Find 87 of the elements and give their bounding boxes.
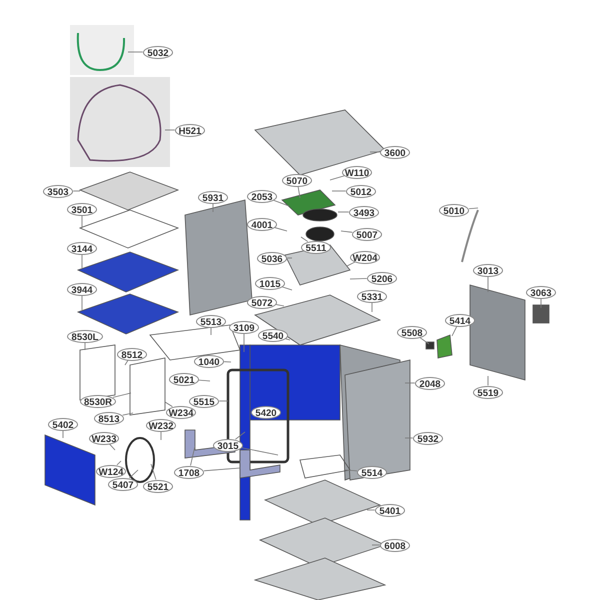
callout-number: 5070 xyxy=(282,174,312,186)
callout-number: 1040 xyxy=(194,354,224,368)
callout-number: 8530R xyxy=(80,394,116,408)
callout-number: 1015 xyxy=(254,276,286,290)
callout-number: 6008 xyxy=(380,538,410,552)
leader-line xyxy=(224,361,232,362)
callout-number: 3063 xyxy=(526,286,556,298)
leader-line xyxy=(346,262,356,266)
leader-line xyxy=(273,200,290,206)
callout-number: 5931 xyxy=(198,190,228,204)
callout-number: 5513 xyxy=(196,314,226,328)
callout-number: 5021 xyxy=(168,372,200,386)
leader-line xyxy=(300,236,308,242)
callout-number: W233 xyxy=(88,432,120,444)
leader-line xyxy=(241,447,278,456)
leader-line xyxy=(204,468,240,472)
callout-number: 5012 xyxy=(346,184,376,198)
callout-number: 5511 xyxy=(300,240,332,254)
leader-line xyxy=(84,342,86,350)
callout-number: 3013 xyxy=(472,264,504,276)
leader-line xyxy=(282,286,292,290)
callout-number: 3503 xyxy=(42,184,74,198)
leader-line xyxy=(276,304,284,306)
callout-number: 2053 xyxy=(246,190,278,202)
leader-line xyxy=(218,400,228,402)
callout-number: 5407 xyxy=(108,478,138,490)
callout-number: W124 xyxy=(96,464,126,478)
callout-number: 5007 xyxy=(352,228,382,240)
leader-line xyxy=(468,208,478,210)
leader-line xyxy=(62,430,64,438)
leader-line xyxy=(540,298,542,308)
callout-number: 3944 xyxy=(66,282,98,296)
leader-line xyxy=(340,230,353,233)
callout-number: 5010 xyxy=(438,204,470,216)
leader-line xyxy=(350,278,368,280)
callout-number: 5402 xyxy=(48,418,78,430)
leader-line xyxy=(112,392,132,398)
callout-number: W110 xyxy=(342,166,372,178)
leader-line xyxy=(116,460,122,466)
leader-line xyxy=(274,227,288,232)
leader-line xyxy=(128,470,138,478)
callout-number: 5072 xyxy=(246,296,278,308)
callout-number: 5540 xyxy=(258,328,288,342)
callout-number: 3600 xyxy=(380,146,410,158)
callout-number: 3501 xyxy=(66,202,98,216)
leader-line xyxy=(150,464,156,480)
callout-number: 5036 xyxy=(256,252,288,264)
leader-line xyxy=(330,175,345,180)
callout-number: 3109 xyxy=(228,320,260,334)
callout-number: H521 xyxy=(174,124,206,136)
callout-number: 5508 xyxy=(396,326,428,338)
leader-line xyxy=(332,190,346,192)
callout-number: 4001 xyxy=(246,218,278,230)
leader-line xyxy=(235,432,246,440)
leader-line xyxy=(212,203,214,212)
leader-line xyxy=(72,190,80,192)
callout-number: 8513 xyxy=(94,412,124,424)
callout-number: 5414 xyxy=(444,314,476,326)
callout-number: 5519 xyxy=(472,386,504,398)
callout-number: 5932 xyxy=(412,432,444,444)
leader-line xyxy=(404,382,416,384)
callout-number: 5401 xyxy=(374,504,406,516)
leader-line xyxy=(452,326,458,336)
callout-number: 8512 xyxy=(116,348,148,360)
leader-line xyxy=(419,337,430,344)
callout-number: W234 xyxy=(166,406,196,418)
callout-number: 5521 xyxy=(142,480,174,492)
callout-number: 8530L xyxy=(67,330,103,342)
callout-number: 1708 xyxy=(174,466,204,478)
callout-number: 3493 xyxy=(348,206,380,218)
leader-line xyxy=(210,327,212,336)
callout-number: 5206 xyxy=(366,272,398,284)
leader-line xyxy=(122,412,134,416)
callout-number: 5331 xyxy=(356,290,388,302)
leader-line xyxy=(164,402,173,408)
leader-line xyxy=(344,470,358,472)
callout-number: 3144 xyxy=(66,242,98,254)
callout-number: 2048 xyxy=(414,376,446,390)
leader-line xyxy=(190,446,196,466)
callout-number: W204 xyxy=(350,250,380,264)
callout-number: 5515 xyxy=(188,394,220,408)
leader-line xyxy=(160,431,162,440)
callout-number: 5032 xyxy=(142,46,174,58)
leader-line xyxy=(298,186,300,198)
callout-number: W232 xyxy=(146,418,176,432)
leader-line xyxy=(372,544,380,546)
leader-line xyxy=(198,380,210,382)
